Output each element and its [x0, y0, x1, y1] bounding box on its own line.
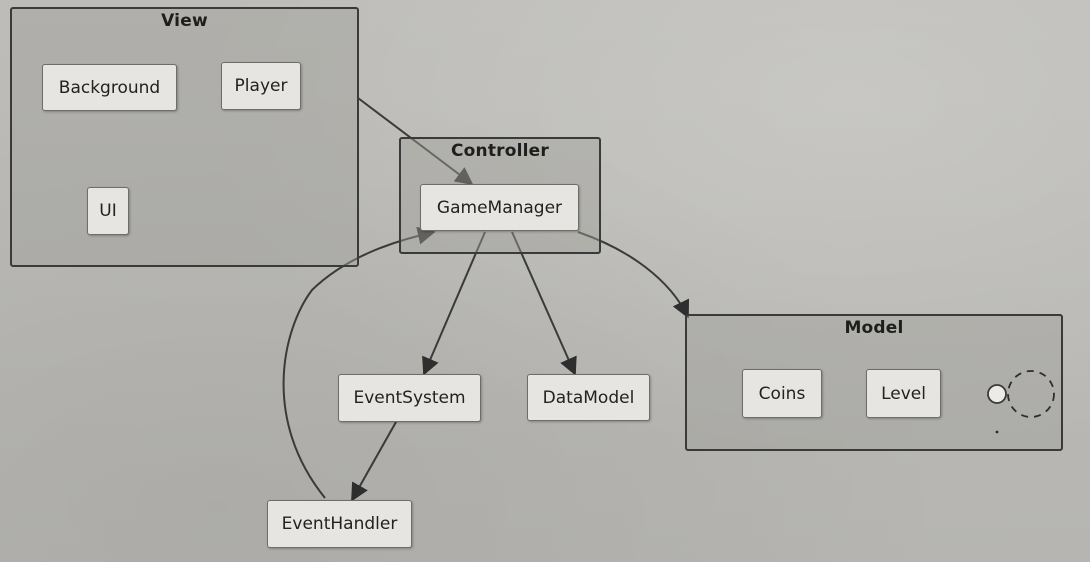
- view-group: View: [10, 7, 359, 267]
- level-node[interactable]: Level: [866, 369, 941, 418]
- edge-view-to-gamemanager: [357, 97, 474, 186]
- coins-node[interactable]: Coins: [742, 369, 822, 418]
- gamemanager-node[interactable]: GameManager: [420, 184, 579, 231]
- model-group-title: Model: [844, 318, 904, 338]
- ui-node[interactable]: UI: [87, 187, 129, 235]
- eventsystem-node[interactable]: EventSystem: [338, 374, 481, 422]
- view-group-title: View: [161, 11, 208, 31]
- edge-eventsystem-to-eventhandler: [351, 421, 397, 502]
- datamodel-node[interactable]: DataModel: [527, 374, 650, 421]
- edge-gamemanager-to-datamodel: [511, 231, 577, 376]
- state-marker-group: [987, 370, 1055, 434]
- initial-state-circle: [987, 384, 1007, 404]
- small-dot: [995, 430, 999, 434]
- edge-eventhandler-to-gamemanager: [282, 226, 436, 499]
- dashed-state-circle: [1007, 370, 1055, 418]
- background-node[interactable]: Background: [42, 64, 177, 111]
- player-node[interactable]: Player: [221, 62, 301, 110]
- edge-gamemanager-to-model: [577, 231, 689, 319]
- edge-gamemanager-to-eventsystem: [422, 231, 486, 376]
- eventhandler-node[interactable]: EventHandler: [267, 500, 412, 548]
- controller-group-title: Controller: [450, 141, 549, 161]
